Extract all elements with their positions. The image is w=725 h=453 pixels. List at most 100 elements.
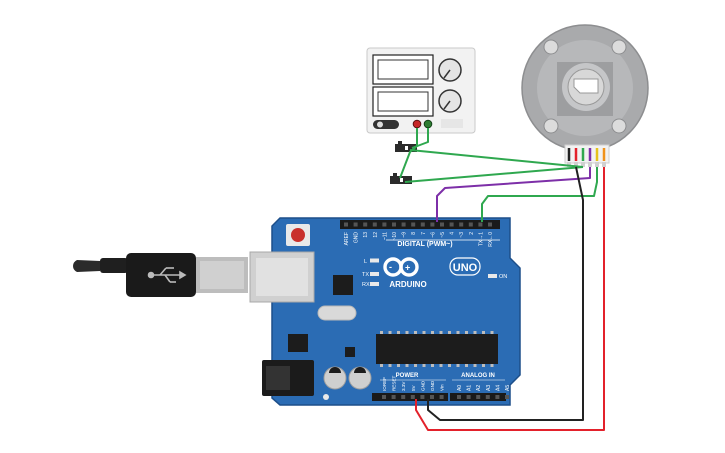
mount-screw-1 [543, 39, 559, 55]
wire-ps-to-switch-green[interactable] [399, 128, 418, 179]
wire-ps-positive-green[interactable] [411, 128, 429, 149]
positive-terminal[interactable] [423, 119, 433, 129]
led-on [488, 274, 497, 278]
power-header [372, 393, 448, 401]
digital-pin-label: ~9 [402, 232, 408, 238]
power-switch[interactable] [373, 120, 399, 129]
wire-encoder-purple-to-pin[interactable] [436, 167, 591, 222]
pin-hole[interactable] [382, 222, 387, 227]
analog-pin-label: A5 [505, 385, 511, 391]
usb-symbol-icon [147, 267, 187, 283]
power-pin-label: 3.3V [401, 381, 406, 391]
analog-label: ANALOG IN [461, 373, 495, 379]
power-supply[interactable] [366, 47, 476, 134]
usb-strain-relief [100, 258, 128, 273]
pin-hole[interactable] [459, 222, 464, 227]
slide-switch-2[interactable] [390, 173, 412, 184]
crystal [317, 305, 357, 321]
led-rx [370, 282, 379, 286]
digital-pin-label: RX←0 [488, 232, 494, 247]
pin-hole[interactable] [353, 222, 358, 227]
wire-gnd-black[interactable] [427, 166, 584, 421]
usb-cable-tail [73, 260, 100, 272]
negative-terminal[interactable] [412, 119, 422, 129]
digital-pin-label: 8 [411, 232, 417, 235]
digital-pin-label: ~3 [459, 232, 465, 238]
power-pin-hole[interactable] [439, 395, 444, 399]
power-pin-label: IOREF [382, 377, 387, 391]
pin-hole[interactable] [392, 222, 396, 227]
usb-cable[interactable] [73, 253, 248, 297]
digital-pin-label: 2 [469, 232, 475, 235]
wire-switch1-to-encoder[interactable] [409, 149, 584, 168]
motor-shaft [573, 78, 599, 94]
analog-pin-hole[interactable] [457, 395, 461, 399]
power-label: POWER [396, 373, 419, 379]
led-on-label: ON [499, 274, 507, 280]
digital-pin-label: GND [354, 232, 360, 244]
svg-text:-: - [389, 262, 392, 272]
pin-hole[interactable] [488, 222, 492, 227]
slide-switch-1[interactable] [395, 141, 417, 152]
power-pin-hole[interactable] [410, 395, 415, 399]
wire-encoder-green-to-pin[interactable] [481, 167, 598, 222]
digital-pin-label: ~10 [392, 232, 398, 241]
analog-pin-hole[interactable] [505, 395, 509, 399]
led-rx-label: RX [362, 282, 370, 288]
pin-hole[interactable] [363, 222, 368, 227]
pin-hole[interactable] [468, 222, 473, 227]
analog-pin-hole[interactable] [495, 395, 500, 399]
led-tx-label: TX [362, 272, 369, 278]
svg-text:+: + [405, 263, 410, 273]
analog-pin-label: A2 [476, 385, 482, 391]
power-pin-label: GND [430, 380, 435, 391]
digital-header-label: DIGITAL (PWM~) [397, 241, 452, 248]
pin-hole[interactable] [420, 222, 425, 227]
pin-hole[interactable] [440, 222, 444, 227]
analog-pin-hole[interactable] [485, 395, 490, 399]
digital-pin-label: TX→1 [478, 232, 484, 246]
mount-screw-3 [543, 118, 559, 134]
led-l-label: L [364, 259, 367, 265]
digital-pin-label: ~11 [382, 232, 388, 240]
power-pin-label: Vin [440, 384, 445, 391]
pin-hole[interactable] [478, 222, 483, 227]
dc-motor-encoder[interactable] [521, 24, 649, 167]
digital-pin-label: ~6 [430, 232, 436, 238]
power-pin-hole[interactable] [391, 395, 396, 399]
analog-pin-label: A0 [457, 385, 463, 391]
pin-hole[interactable] [344, 222, 348, 227]
power-pin-hole[interactable] [401, 395, 406, 399]
model-label: UNO [453, 262, 478, 274]
pin-hole[interactable] [372, 222, 377, 227]
power-pin-hole[interactable] [430, 395, 434, 399]
led-tx [370, 272, 379, 276]
arduino-logo-icon [383, 257, 419, 277]
pin-hole[interactable] [411, 222, 416, 227]
led-l [370, 258, 379, 263]
uno-badge [449, 257, 481, 276]
wire-switch2-to-encoder[interactable] [404, 166, 584, 183]
power-pin-label: GND [420, 380, 425, 391]
analog-pin-label: A4 [495, 385, 501, 391]
pin-hole[interactable] [401, 222, 406, 227]
digital-header [340, 220, 500, 229]
analog-pin-label: A3 [486, 385, 492, 391]
pin-hole[interactable] [430, 222, 435, 227]
usb-chip [333, 275, 353, 295]
wire-5v-red[interactable] [415, 167, 605, 431]
digital-pin-label: 13 [363, 232, 369, 238]
digital-pin-label: AREF [344, 232, 350, 245]
pin-hole[interactable] [449, 222, 454, 227]
digital-pin-label: ~5 [440, 232, 446, 238]
power-pin-hole[interactable] [382, 395, 386, 399]
regulator [288, 334, 308, 352]
analog-pin-hole[interactable] [466, 395, 471, 399]
digital-pin-label: 12 [373, 232, 379, 238]
power-pin-hole[interactable] [420, 395, 425, 399]
reset-button-cap[interactable] [291, 228, 305, 242]
analog-pin-hole[interactable] [476, 395, 481, 399]
